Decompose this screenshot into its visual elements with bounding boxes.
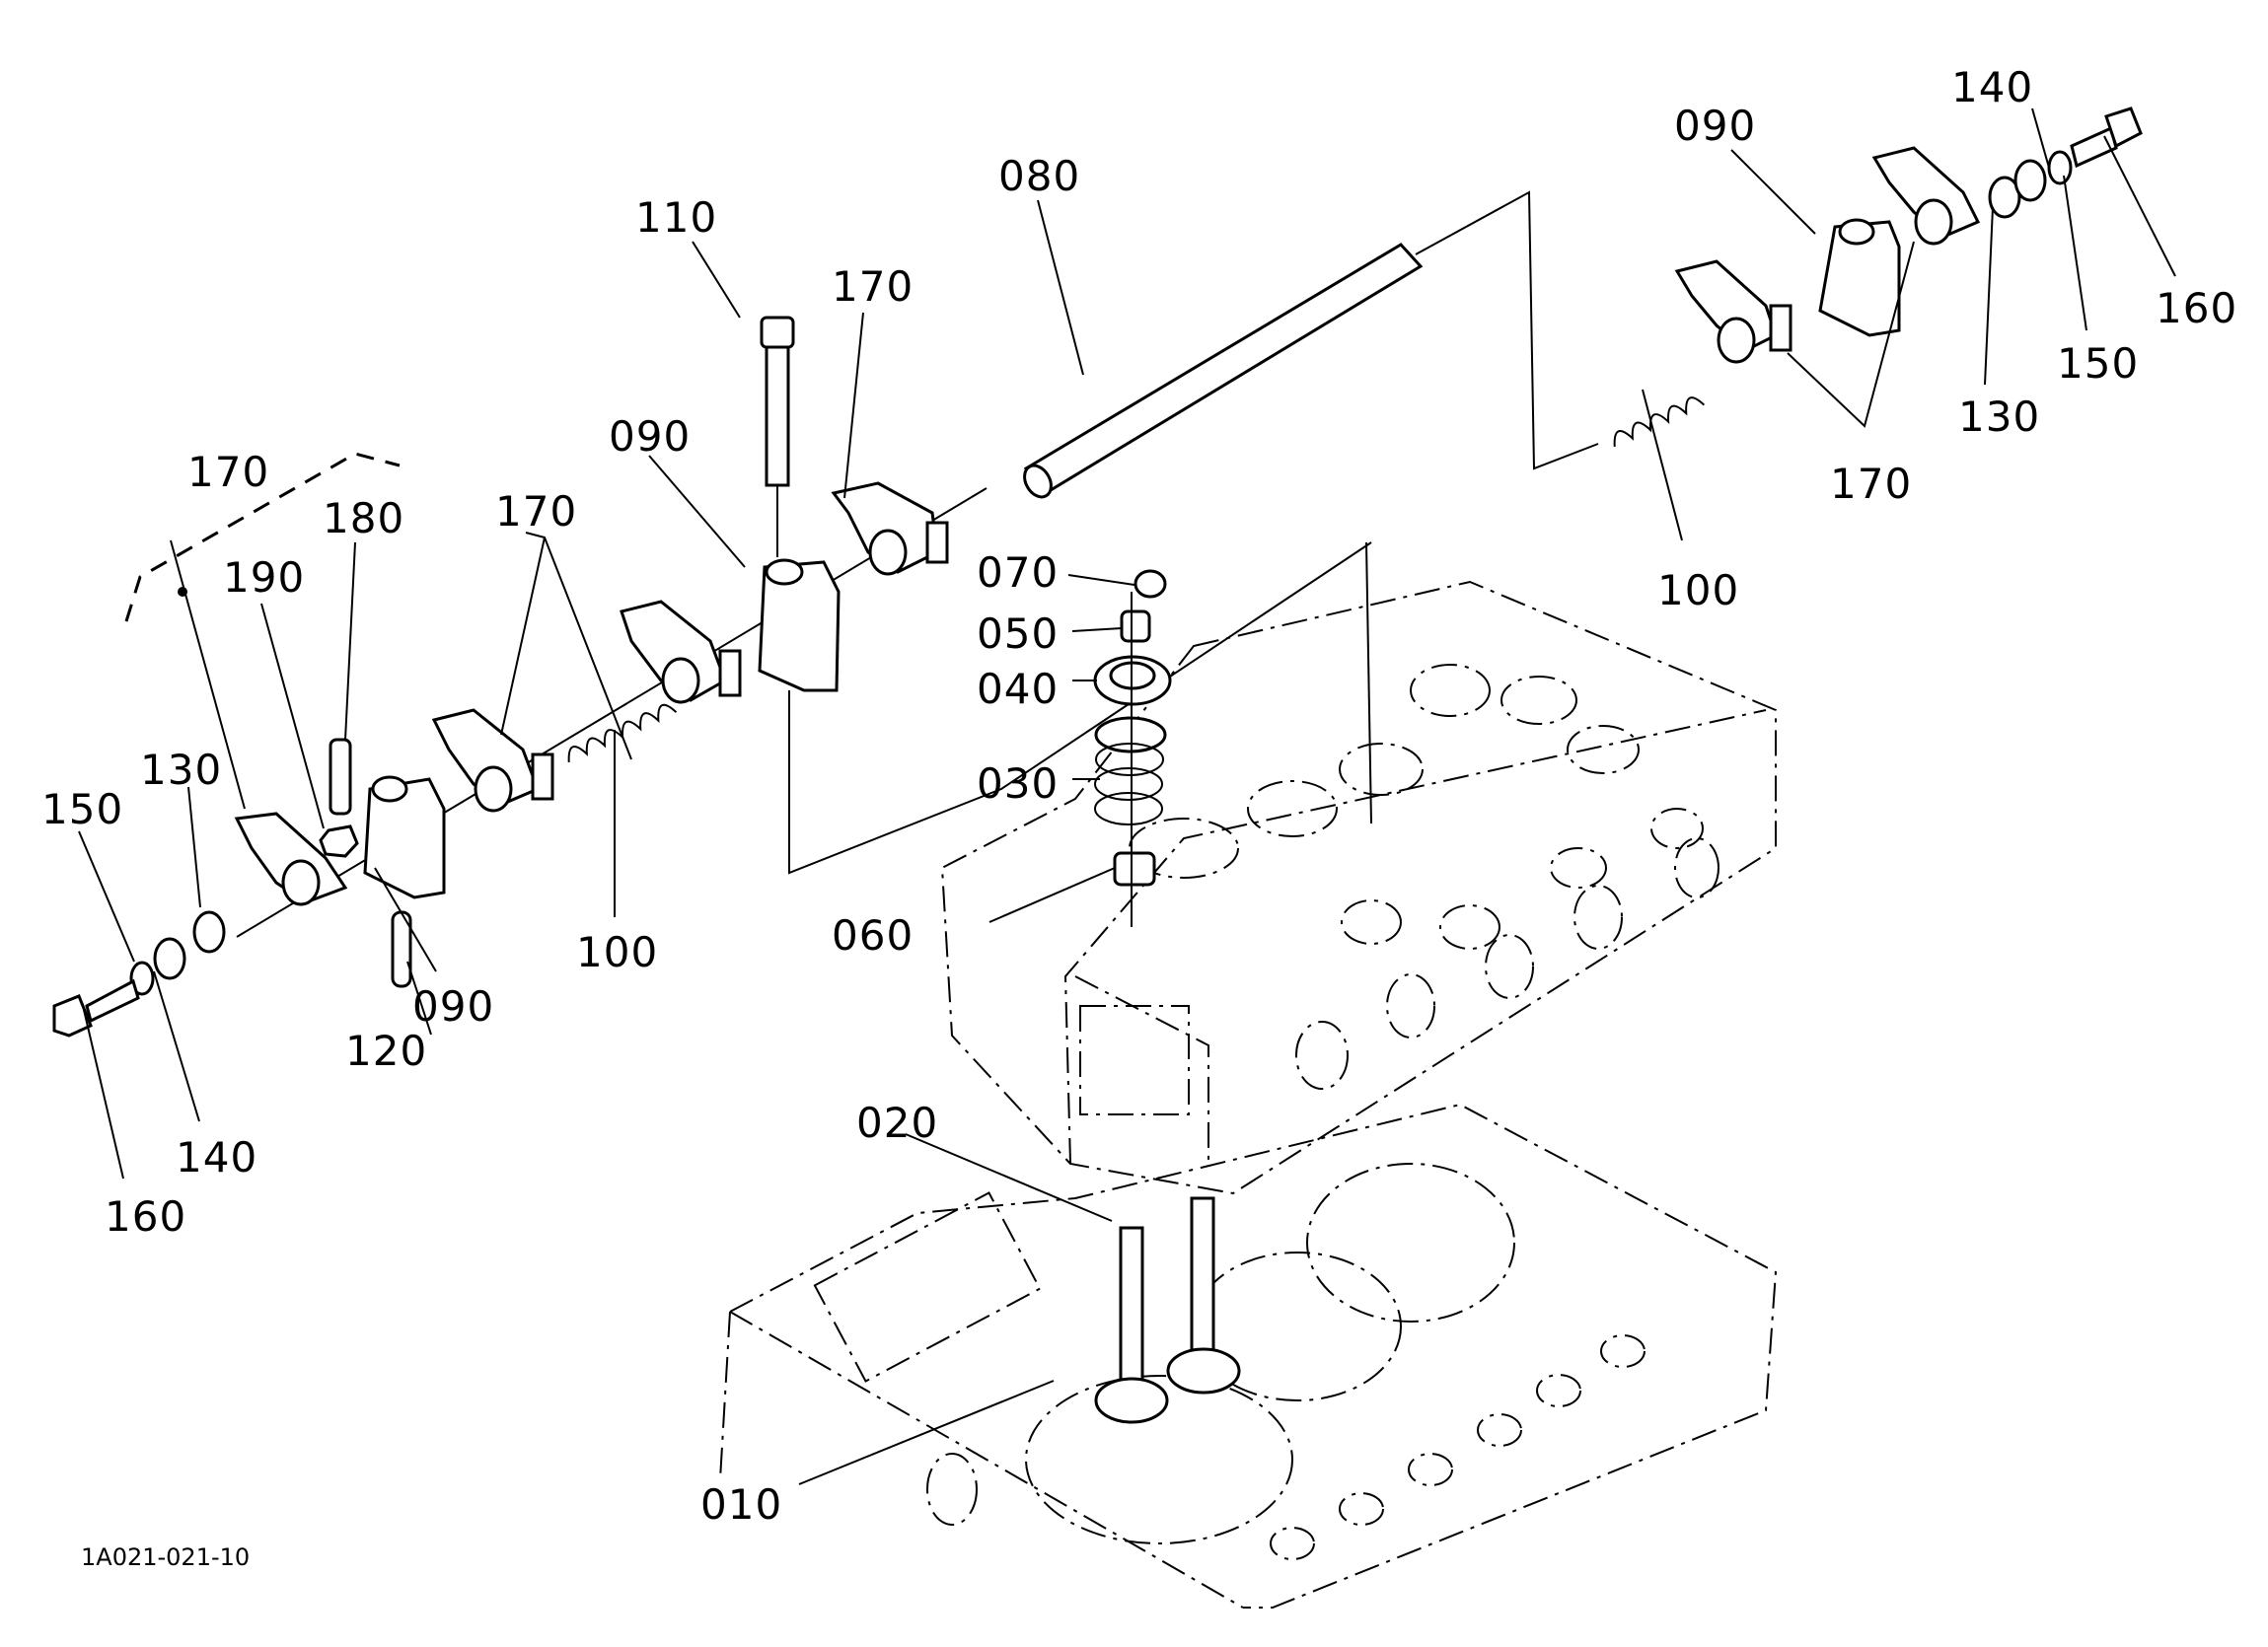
- assembly-axis-line: [1415, 190, 1599, 470]
- rocker-arm-left-center: [431, 708, 554, 813]
- callout-020: 020: [856, 1099, 939, 1147]
- rocker-arm-right-2: [1871, 146, 1981, 246]
- valve-020: [1166, 1196, 1241, 1395]
- adjust-screw-180: [329, 738, 352, 816]
- bracket-090-center: [758, 558, 841, 692]
- valve-cap-070: [1134, 569, 1167, 599]
- callout-130-right: 130: [1958, 393, 2041, 441]
- bolt-160-right: [2070, 107, 2143, 169]
- cylinder-block: [719, 1103, 1778, 1609]
- callout-160-left: 160: [105, 1192, 187, 1241]
- cylinder-head: [940, 580, 1777, 1195]
- washer-130-right: [1988, 176, 2021, 219]
- callout-130-left: 130: [140, 746, 223, 794]
- assembly-axis-line-lower: [1365, 541, 1372, 824]
- valve-spring-030: [1094, 716, 1167, 825]
- callout-170-pair: 170: [495, 487, 578, 536]
- valve-010: [1094, 1226, 1169, 1424]
- rocker-arm-right-1: [1674, 259, 1792, 364]
- callout-100-left: 100: [576, 928, 659, 976]
- callout-040: 040: [977, 665, 1060, 713]
- callout-090-left: 090: [412, 982, 495, 1031]
- callout-090-center: 090: [609, 412, 692, 461]
- washer-140-left: [153, 937, 186, 980]
- leader-lines: [78, 107, 2176, 1485]
- callout-060: 060: [832, 911, 915, 960]
- stem-seal-060: [1113, 851, 1156, 887]
- callout-170-group: 170: [187, 448, 270, 496]
- callout-100-right: 100: [1657, 566, 1740, 614]
- callout-070: 070: [977, 548, 1060, 597]
- callout-140-left: 140: [176, 1133, 258, 1182]
- rocker-arm-center-lower: [620, 600, 742, 704]
- callout-030: 030: [977, 759, 1060, 808]
- washer-130-left: [192, 910, 226, 954]
- nut-190: [319, 824, 359, 858]
- callout-050: 050: [977, 609, 1060, 658]
- bracket-090-right: [1818, 218, 1901, 337]
- callout-120: 120: [345, 1027, 428, 1075]
- callout-170-right: 170: [1830, 460, 1913, 508]
- spring-washer-150-right: [2047, 150, 2073, 185]
- washer-140-right: [2013, 159, 2047, 202]
- callout-190: 190: [223, 553, 306, 602]
- callout-150-right: 150: [2057, 339, 2140, 388]
- callout-080: 080: [998, 152, 1081, 200]
- callout-140-right: 140: [1951, 63, 2034, 111]
- rocker-arm-left: [234, 812, 348, 906]
- callout-160-right: 160: [2156, 284, 2238, 332]
- callout-150-left: 150: [41, 785, 124, 833]
- callout-090-right: 090: [1674, 102, 1757, 150]
- callout-180: 180: [323, 494, 405, 542]
- callout-170-center: 170: [832, 262, 915, 311]
- collet-050: [1120, 609, 1151, 643]
- figure-id: 1A021-021-10: [81, 1543, 251, 1571]
- bolt-160-left: [52, 978, 140, 1038]
- rocker-arm-center-upper: [831, 481, 949, 576]
- spring-100-right: [1613, 396, 1706, 447]
- callout-110: 110: [635, 193, 718, 242]
- bolt-110: [760, 316, 795, 557]
- assembly-axis-line-left: [788, 541, 1372, 875]
- rocker-shaft: [1023, 243, 1424, 499]
- callout-010: 010: [700, 1480, 783, 1529]
- spring-washer-150-left: [129, 961, 155, 996]
- bracket-090-left: [363, 775, 446, 899]
